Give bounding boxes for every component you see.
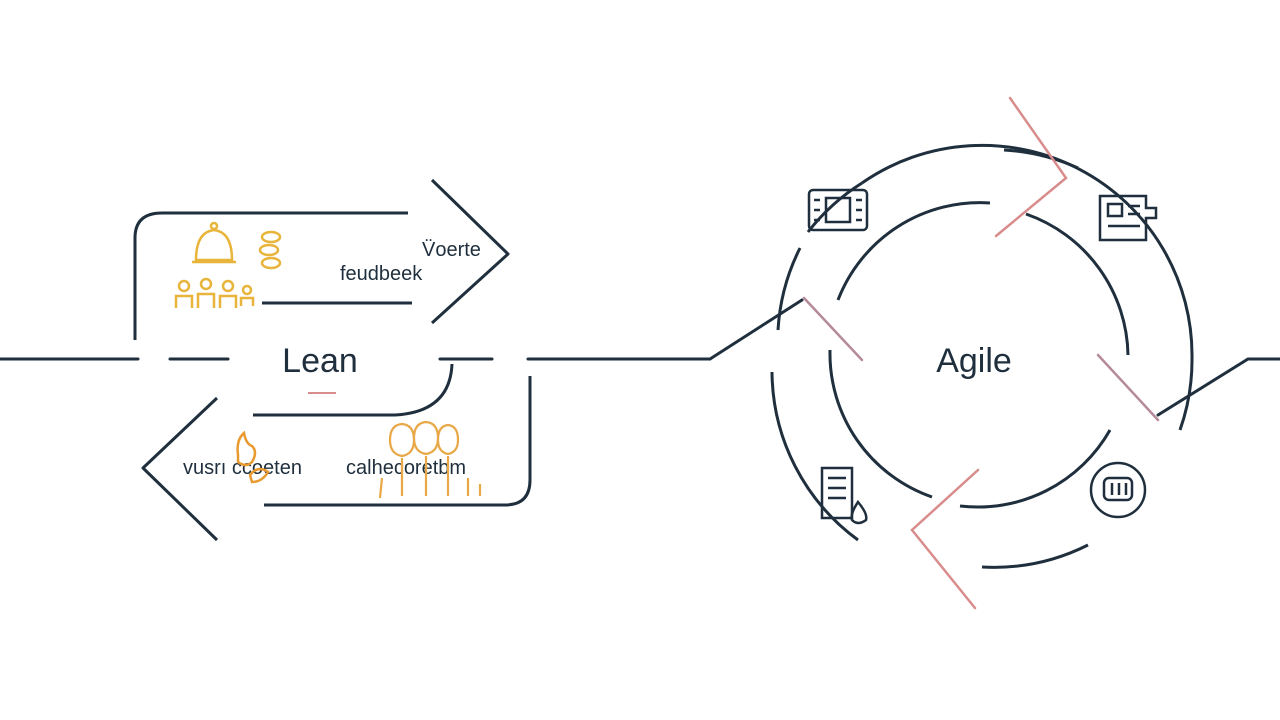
lean-bottom-label-1: vusrı ccoeten [183, 457, 302, 479]
baseline [0, 298, 1280, 417]
lean-top-label-2: feudbeek [340, 263, 423, 285]
agile-outer-ring [770, 143, 1194, 569]
coin-stack-icon [258, 230, 282, 270]
people-group-icon [378, 420, 482, 499]
agile-title: Agile [936, 342, 1012, 380]
lean-bottom-label-2: calhecoretbm [346, 457, 466, 479]
server-icon [807, 188, 869, 232]
document-drop-icon [820, 466, 868, 525]
agile-accent-lines [802, 96, 1160, 610]
network-device-icon [1098, 194, 1158, 242]
chat-bubble-icon [1089, 461, 1147, 519]
lean-bottom-arrow [141, 363, 532, 542]
agile-inner-ring [828, 201, 1130, 509]
lean-title: Lean [282, 342, 358, 380]
team-icon [174, 277, 255, 308]
bell-icon [192, 221, 236, 264]
fire-icon [236, 430, 270, 484]
lean-top-arrow [133, 178, 510, 340]
lean-top-label-1: V̈oerte [422, 239, 481, 261]
